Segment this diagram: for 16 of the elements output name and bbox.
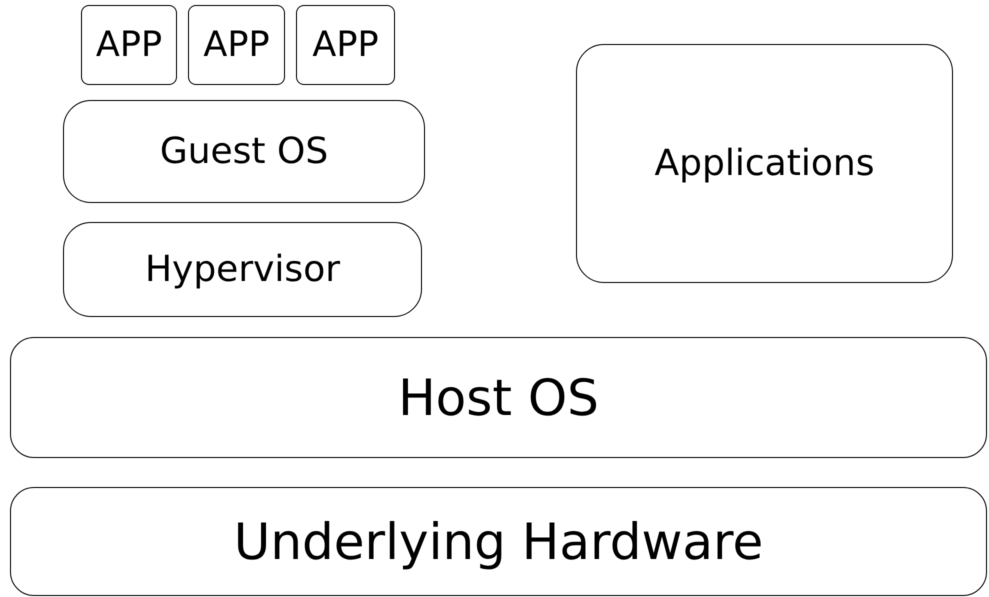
layer-label: APP bbox=[96, 25, 162, 65]
layer-label: APP bbox=[312, 25, 379, 65]
layer-label: Host OS bbox=[398, 368, 599, 426]
layer-box bbox=[576, 44, 953, 283]
layer-label: APP bbox=[203, 25, 270, 65]
layer-box bbox=[10, 337, 987, 458]
layer-label: Underlying Hardware bbox=[234, 512, 764, 570]
app-box bbox=[81, 5, 177, 85]
layer-label: Applications bbox=[654, 143, 874, 184]
app-box bbox=[296, 5, 395, 85]
layer-box bbox=[63, 222, 422, 317]
layer-label: Hypervisor bbox=[144, 249, 340, 290]
layer-box bbox=[63, 100, 425, 203]
layer-label: Guest OS bbox=[160, 131, 328, 172]
app-box bbox=[188, 5, 285, 85]
layer-box bbox=[10, 487, 987, 596]
